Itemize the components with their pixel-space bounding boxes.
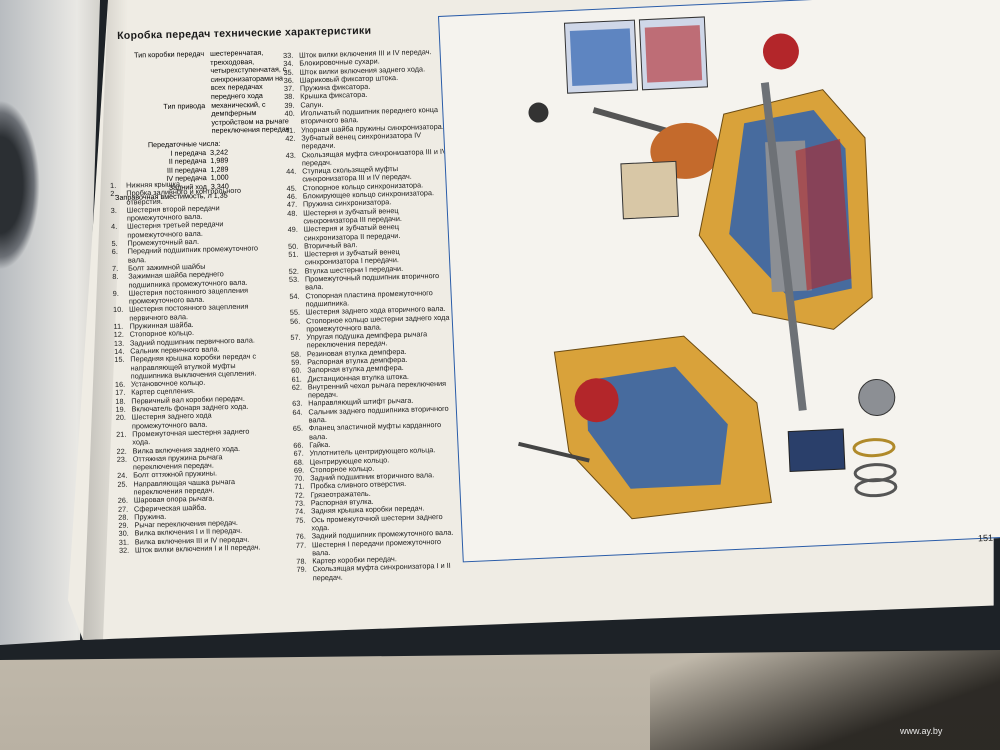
output-shaft (760, 82, 807, 411)
item-number: 43. (285, 150, 296, 160)
spec-drive-type: Тип привода механический, с демпферным у… (113, 99, 294, 138)
parts-list-column-1: 1.Нижняя крышка.2.Пробка заливного и кон… (110, 178, 269, 555)
item-number: 44. (286, 166, 297, 177)
item-number: 32. (118, 545, 130, 555)
item-number: 56. (289, 316, 301, 326)
detail-inset-4 (787, 428, 846, 473)
item-number: 6. (111, 247, 118, 257)
spec-label: Тип привода (163, 100, 206, 111)
item-number: 2. (110, 189, 117, 199)
detail-inset-1-fill (569, 28, 633, 86)
item-number: 10. (113, 305, 124, 315)
item-number: 54. (289, 291, 300, 301)
watermark: www.ay.by (900, 726, 943, 736)
parts-list-item: 32. Шток вилки включения I и II передач. (118, 542, 269, 555)
item-number: 23. (116, 454, 128, 464)
parts-list-item: 15. Передняя крышка коробки передач с нап… (114, 351, 265, 382)
spring-coil (854, 478, 898, 498)
spec-value: шестеренчатая, трехходовая, четырехступе… (209, 47, 287, 101)
item-number: 40. (284, 108, 295, 119)
item-number: 49. (287, 224, 298, 235)
car-illustration-fragment (0, 100, 40, 270)
item-text: Шток вилки включения I и II передач. (134, 542, 261, 555)
item-number: 4. (110, 222, 118, 232)
cable (518, 441, 590, 463)
parts-list-column-2: 33.Шток вилки включения III и IV передач… (283, 47, 462, 583)
gearbox-drawing (518, 16, 898, 520)
detail-inset-3 (620, 160, 679, 220)
item-number: 64. (292, 407, 303, 417)
page-number: 151 (977, 532, 994, 544)
item-number: 77. (295, 540, 307, 550)
item-number: 25. (117, 479, 128, 489)
gearbox-cutaway-illustration (438, 0, 1000, 563)
item-number: 65. (292, 423, 304, 434)
synchronizer-section (795, 138, 852, 291)
lever-knob (528, 102, 549, 123)
item-number: 62. (291, 382, 303, 392)
parts-list-item: 79. Скользящая муфта синхронизатора I и I… (296, 561, 461, 583)
item-number: 75. (295, 515, 306, 525)
item-number: 3. (110, 205, 117, 215)
item-number: 53. (288, 274, 300, 284)
gear-detail (858, 378, 896, 416)
synchro-ring (852, 438, 896, 458)
item-number: 79. (296, 564, 307, 575)
shadow-overlay (650, 650, 1000, 750)
item-number: 57. (290, 332, 301, 342)
lower-section (585, 366, 728, 489)
item-number: 42. (285, 133, 296, 143)
page-title: Коробка передач технические характеристи… (117, 24, 372, 42)
item-number: 9. (112, 288, 119, 298)
spec-label: Тип коробки передач (133, 49, 205, 60)
item-number: 51. (288, 249, 299, 260)
spec-value: механический, с демпферным устройством н… (211, 99, 290, 136)
breather-cap (762, 33, 799, 70)
item-number: 8. (112, 272, 119, 282)
detail-inset-2-fill (644, 25, 703, 83)
item-number: 15. (114, 354, 125, 365)
spec-gearbox-type: Тип коробки передач шестеренчатая, трехх… (112, 48, 293, 103)
item-number: 21. (116, 429, 127, 439)
item-text: Скользящая муфта синхронизатора I и II п… (312, 561, 451, 583)
item-text: Передняя крышка коробки передач с направ… (130, 351, 257, 381)
bellhousing-seal (574, 378, 619, 423)
item-number: 48. (287, 208, 298, 218)
item-number: 20. (115, 412, 127, 423)
